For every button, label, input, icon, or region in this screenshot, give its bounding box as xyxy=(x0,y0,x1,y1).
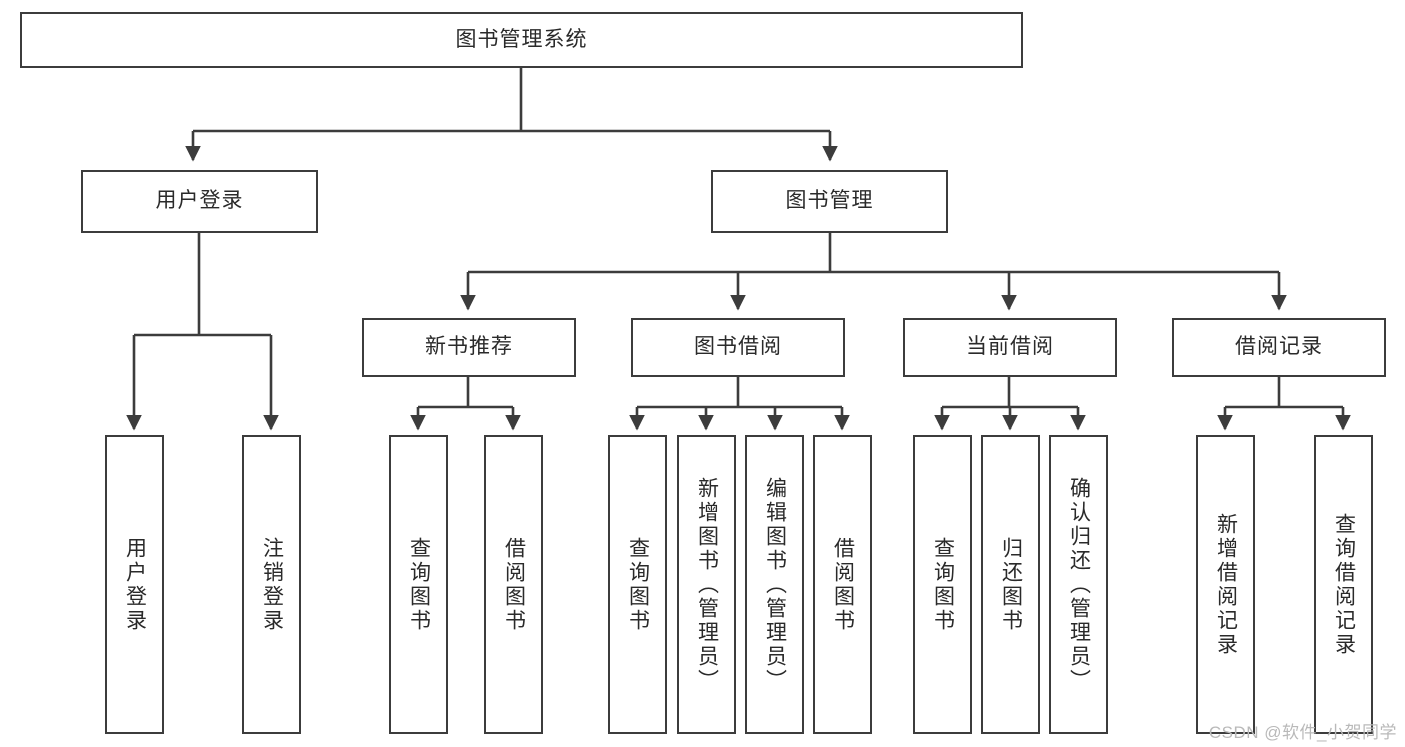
node-label: 查询图书 xyxy=(931,536,955,633)
node-label: 图书管理系统 xyxy=(455,27,588,51)
node-current-borrow[interactable]: 当前借阅 xyxy=(903,318,1117,377)
node-label: 查询图书 xyxy=(626,536,650,633)
leaf-borrow-add-book[interactable]: 新增图书（管理员） xyxy=(677,435,736,734)
node-label: 归还图书 xyxy=(999,536,1023,633)
node-label: 借阅图书 xyxy=(831,536,855,633)
node-label: 确认归还（管理员） xyxy=(1067,476,1091,693)
leaf-current-query-book[interactable]: 查询图书 xyxy=(913,435,972,734)
leaf-borrow-edit-book[interactable]: 编辑图书（管理员） xyxy=(745,435,804,734)
node-label: 图书借阅 xyxy=(694,335,782,359)
node-label: 查询借阅记录 xyxy=(1332,512,1356,657)
leaf-borrow-query-book[interactable]: 查询图书 xyxy=(608,435,667,734)
node-user-login[interactable]: 用户登录 xyxy=(81,170,318,233)
leaf-new-book-borrow[interactable]: 借阅图书 xyxy=(484,435,543,734)
node-label: 新书推荐 xyxy=(425,335,513,359)
node-label: 借阅图书 xyxy=(502,536,526,633)
node-root-system[interactable]: 图书管理系统 xyxy=(20,12,1023,68)
node-label: 新增借阅记录 xyxy=(1214,512,1238,657)
node-label: 用户登录 xyxy=(123,536,147,633)
leaf-current-confirm-return[interactable]: 确认归还（管理员） xyxy=(1049,435,1108,734)
node-label: 借阅记录 xyxy=(1235,335,1323,359)
leaf-record-query[interactable]: 查询借阅记录 xyxy=(1314,435,1373,734)
node-borrow-record[interactable]: 借阅记录 xyxy=(1172,318,1386,377)
node-book-borrow[interactable]: 图书借阅 xyxy=(631,318,845,377)
node-label: 编辑图书（管理员） xyxy=(763,476,787,693)
leaf-new-book-query[interactable]: 查询图书 xyxy=(389,435,448,734)
node-label: 注销登录 xyxy=(260,536,284,633)
node-book-management[interactable]: 图书管理 xyxy=(711,170,948,233)
node-label: 查询图书 xyxy=(407,536,431,633)
node-label: 新增图书（管理员） xyxy=(695,476,719,693)
node-new-book-recommend[interactable]: 新书推荐 xyxy=(362,318,576,377)
node-label: 用户登录 xyxy=(155,189,244,213)
leaf-borrow-borrow-book[interactable]: 借阅图书 xyxy=(813,435,872,734)
leaf-record-add[interactable]: 新增借阅记录 xyxy=(1196,435,1255,734)
leaf-user-login-logout[interactable]: 注销登录 xyxy=(242,435,301,734)
watermark-text: CSDN @软件_小贺同学 xyxy=(1208,723,1397,742)
node-label: 当前借阅 xyxy=(966,335,1054,359)
leaf-user-login-login[interactable]: 用户登录 xyxy=(105,435,164,734)
node-label: 图书管理 xyxy=(785,189,874,213)
leaf-current-return-book[interactable]: 归还图书 xyxy=(981,435,1040,734)
